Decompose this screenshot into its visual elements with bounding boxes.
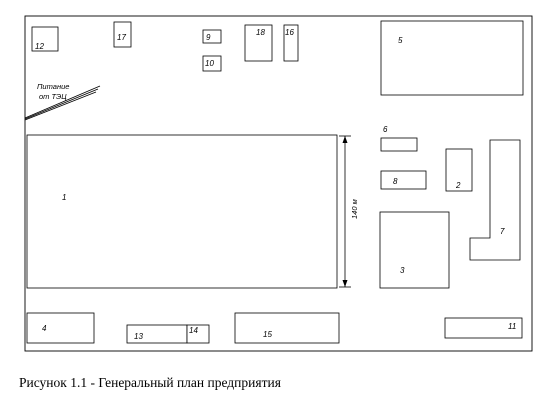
building-1-label: 1 — [62, 193, 66, 202]
building-14: 14 — [186, 324, 210, 344]
building-15: 15 — [234, 312, 340, 344]
building-16-label: 16 — [285, 28, 294, 37]
building-13-label: 13 — [134, 332, 143, 341]
building-18: 18 — [244, 24, 273, 62]
building-17-label: 17 — [117, 33, 126, 42]
building-9-label: 9 — [206, 33, 211, 42]
building-12: 12 — [31, 26, 59, 52]
figure-caption: Рисунок 1.1 - Генеральный план предприят… — [19, 375, 281, 390]
dimension-line — [339, 135, 351, 288]
building-6-label: 6 — [383, 125, 388, 134]
building-16: 16 — [283, 24, 299, 62]
building-10-label: 10 — [205, 59, 214, 68]
building-6: 6 — [380, 125, 418, 152]
building-15-label: 15 — [263, 330, 272, 339]
building-5-label: 5 — [398, 36, 403, 45]
building-9: 9 — [202, 29, 222, 44]
building-8: 8 — [380, 170, 427, 190]
building-10: 10 — [202, 55, 222, 72]
building-1: 1 — [26, 134, 338, 289]
power-supply-lines — [24, 85, 101, 121]
building-2-label: 2 — [455, 181, 461, 190]
building-3: 3 — [379, 211, 450, 289]
building-4-label: 4 — [42, 324, 47, 333]
building-8-label: 8 — [393, 177, 398, 186]
building-3-label: 3 — [400, 266, 405, 275]
building-14-label: 14 — [189, 326, 198, 335]
building-4: 4 — [26, 312, 95, 344]
dimension-label: 140 м — [350, 199, 359, 219]
building-11: 11 — [444, 317, 523, 339]
building-13: 13 — [126, 324, 188, 344]
building-11-label: 11 — [508, 322, 516, 331]
building-12-label: 12 — [35, 42, 44, 51]
building-5: 5 — [380, 20, 524, 96]
building-18-label: 18 — [256, 28, 265, 37]
building-7: 7 — [469, 139, 521, 261]
building-7-label: 7 — [500, 227, 505, 236]
power-label-line1: Питание — [37, 82, 69, 91]
building-17: 17 — [113, 21, 132, 48]
power-label-line2: от ТЭЦ — [39, 92, 67, 101]
building-2: 2 — [445, 148, 473, 192]
